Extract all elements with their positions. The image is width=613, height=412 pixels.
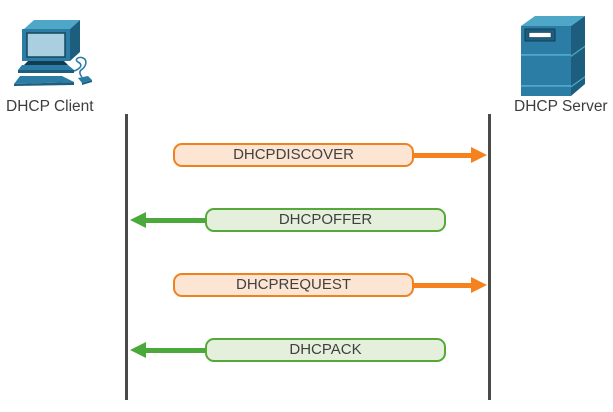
message-pill: DHCPDISCOVER [173, 143, 414, 167]
message-ack: DHCPACK [0, 338, 613, 362]
server-label: DHCP Server [514, 98, 608, 115]
arrow-head-icon [130, 212, 146, 228]
message-pill: DHCPOFFER [205, 208, 446, 232]
arrow-head-icon [471, 277, 487, 293]
message-pill: DHCPREQUEST [173, 273, 414, 297]
message-discover: DHCPDISCOVER [0, 143, 613, 167]
arrow-shaft [412, 152, 473, 158]
message-label: DHCPACK [289, 341, 362, 358]
message-offer: DHCPOFFER [0, 208, 613, 232]
client-label: DHCP Client [6, 98, 94, 115]
client-lifeline [125, 114, 128, 400]
arrow-head-icon [130, 342, 146, 358]
message-label: DHCPDISCOVER [233, 146, 354, 163]
server-lifeline [488, 114, 491, 400]
server-tower-icon [521, 16, 585, 96]
arrow-shaft [144, 347, 207, 353]
message-request: DHCPREQUEST [0, 273, 613, 297]
message-label: DHCPREQUEST [235, 276, 351, 293]
desktop-computer-icon [14, 20, 92, 86]
message-label: DHCPOFFER [278, 211, 373, 228]
message-pill: DHCPACK [205, 338, 446, 362]
arrow-head-icon [471, 147, 487, 163]
arrow-shaft [144, 217, 207, 223]
arrow-shaft [412, 282, 473, 288]
